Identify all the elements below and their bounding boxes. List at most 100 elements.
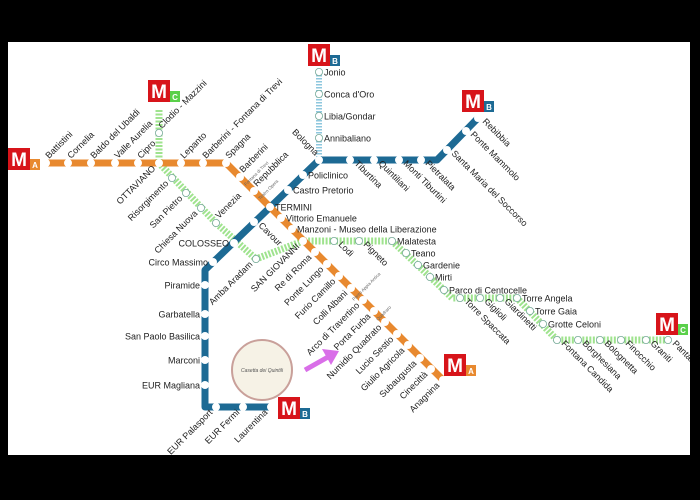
station-colosseo[interactable]: COLOSSEO xyxy=(178,238,238,249)
station-dot[interactable] xyxy=(369,155,378,164)
station-dot[interactable] xyxy=(314,155,323,164)
station-dot[interactable] xyxy=(380,317,389,326)
station-jonio[interactable]: Jonio xyxy=(314,68,346,78)
station-eur-magliana[interactable]: EUR Magliana xyxy=(142,381,209,391)
station-dot[interactable] xyxy=(87,158,96,167)
station-dot[interactable] xyxy=(322,259,331,268)
station-dot[interactable] xyxy=(208,257,217,266)
station-policlinico[interactable]: Policlinico xyxy=(298,170,348,181)
station-parco-di-centocelle[interactable]: Parco di Centocelle xyxy=(439,285,527,296)
station-dot[interactable] xyxy=(553,335,562,344)
station-dot[interactable] xyxy=(283,185,292,194)
station-dot[interactable] xyxy=(425,272,434,281)
station-dot[interactable] xyxy=(415,353,424,362)
station-dot[interactable] xyxy=(394,155,403,164)
station-dot[interactable] xyxy=(42,158,51,167)
station-barberini-fontana-di-trevi[interactable]: Barberini - Fontana di Trevi xyxy=(198,77,284,167)
station-dot[interactable] xyxy=(235,172,244,181)
station-dot[interactable] xyxy=(249,186,258,195)
station-grotte-celoni[interactable]: Grotte Celoni xyxy=(539,320,601,330)
station-dot[interactable] xyxy=(387,236,396,245)
station-dot[interactable] xyxy=(358,295,367,304)
station-dot[interactable] xyxy=(287,224,296,233)
station-dot[interactable] xyxy=(574,335,583,344)
station-dot[interactable] xyxy=(154,158,163,167)
station-libia-gondar[interactable]: Libia/Gondar xyxy=(314,112,376,122)
station-termini[interactable]: TERMINI xyxy=(265,202,312,213)
station-dot[interactable] xyxy=(314,133,323,142)
station-vittorio-emanuele[interactable]: Vittorio Emanuele xyxy=(276,213,357,224)
station-dot[interactable] xyxy=(539,319,548,328)
station-dot[interactable] xyxy=(455,293,464,302)
station-gardenie[interactable]: Gardenie xyxy=(413,260,460,271)
station-dot[interactable] xyxy=(200,355,209,364)
station-dot[interactable] xyxy=(266,402,275,411)
station-mirti[interactable]: Mirti xyxy=(425,272,452,283)
station-dot[interactable] xyxy=(265,202,274,211)
station-dot[interactable] xyxy=(64,158,73,167)
station-dot[interactable] xyxy=(413,260,422,269)
station-dot[interactable] xyxy=(495,293,504,302)
station-dot[interactable] xyxy=(211,218,220,227)
station-dot[interactable] xyxy=(345,155,354,164)
station-dot[interactable] xyxy=(211,402,220,411)
station-dot[interactable] xyxy=(416,155,425,164)
station-dot[interactable] xyxy=(298,170,307,179)
station-dot[interactable] xyxy=(369,306,378,315)
station-piramide[interactable]: Piramide xyxy=(164,280,209,291)
station-santa-maria-del-soccorso[interactable]: Santa Maria del Soccorso xyxy=(442,145,530,228)
station-dot[interactable] xyxy=(200,280,209,289)
station-dot[interactable] xyxy=(181,188,190,197)
station-dot[interactable] xyxy=(392,329,401,338)
station-dot[interactable] xyxy=(196,203,205,212)
station-dot[interactable] xyxy=(438,375,447,384)
station-dot[interactable] xyxy=(354,236,363,245)
station-castro-pretorio[interactable]: Castro Pretorio xyxy=(283,185,354,196)
station-venezia[interactable]: Venezia xyxy=(211,191,243,227)
station-dot[interactable] xyxy=(249,217,258,226)
station-garbatella[interactable]: Garbatella xyxy=(158,309,209,320)
station-torre-angela[interactable]: Torre Angela xyxy=(513,293,573,304)
station-dot[interactable] xyxy=(176,158,185,167)
station-malatesta[interactable]: Malatesta xyxy=(387,236,436,247)
station-cavour[interactable]: Cavour xyxy=(249,217,284,248)
station-dot[interactable] xyxy=(346,283,355,292)
station-marconi[interactable]: Marconi xyxy=(168,356,209,366)
station-teano[interactable]: Teano xyxy=(401,248,436,259)
station-dot[interactable] xyxy=(200,309,209,318)
station-dot[interactable] xyxy=(154,128,163,137)
station-dot[interactable] xyxy=(664,335,673,344)
station-circo-massimo[interactable]: Circo Massimo xyxy=(148,257,217,268)
station-dot[interactable] xyxy=(111,158,120,167)
station-dot[interactable] xyxy=(596,335,605,344)
station-dot[interactable] xyxy=(310,247,319,256)
station-dot[interactable] xyxy=(473,114,482,123)
station-dot[interactable] xyxy=(251,254,260,263)
station-dot[interactable] xyxy=(133,158,142,167)
station-dot[interactable] xyxy=(314,68,323,77)
station-dot[interactable] xyxy=(314,112,323,121)
station-dot[interactable] xyxy=(198,158,207,167)
station-dot[interactable] xyxy=(276,213,285,222)
station-manzoni-museo-della-liberazione[interactable]: Manzoni - Museo della Liberazione xyxy=(287,224,437,235)
station-dot[interactable] xyxy=(314,90,323,99)
station-dot[interactable] xyxy=(513,293,522,302)
station-dot[interactable] xyxy=(439,285,448,294)
station-dot[interactable] xyxy=(200,331,209,340)
station-dot[interactable] xyxy=(426,364,435,373)
station-dot[interactable] xyxy=(475,293,484,302)
station-dot[interactable] xyxy=(526,306,535,315)
station-dot[interactable] xyxy=(238,402,247,411)
station-dot[interactable] xyxy=(617,335,626,344)
station-dot[interactable] xyxy=(229,238,238,247)
station-torre-gaia[interactable]: Torre Gaia xyxy=(526,307,577,317)
station-dot[interactable] xyxy=(403,340,412,349)
station-conca-d-oro[interactable]: Conca d'Oro xyxy=(314,90,374,100)
station-dot[interactable] xyxy=(401,248,410,257)
station-dot[interactable] xyxy=(442,145,451,154)
station-dot[interactable] xyxy=(200,380,209,389)
station-dot[interactable] xyxy=(167,173,176,182)
station-dot[interactable] xyxy=(642,335,651,344)
station-dot[interactable] xyxy=(461,127,470,136)
station-dot[interactable] xyxy=(334,271,343,280)
